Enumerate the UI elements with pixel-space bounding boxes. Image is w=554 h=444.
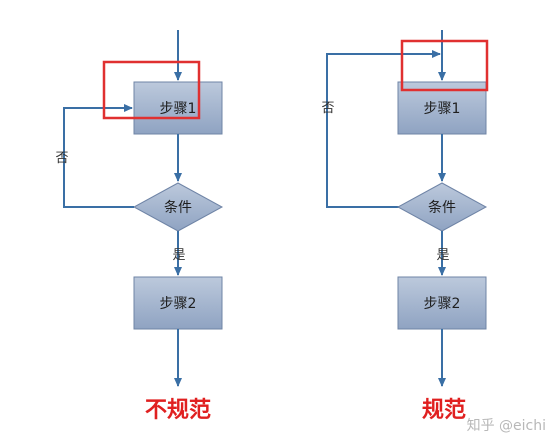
left-no-label: 否 [55, 151, 68, 166]
left-condition-label: 条件 [164, 199, 192, 216]
right-highlight-box [400, 39, 489, 92]
left-step2-label: 步骤2 [160, 296, 197, 312]
left-yes-label: 是 [172, 248, 185, 263]
right-step1-label: 步骤1 [424, 101, 461, 117]
left-diagram: 步骤1 条件 否 是 步骤2 不规范 [55, 30, 224, 423]
left-step2-box [133, 276, 223, 330]
left-no-loop-arrow [63, 104, 134, 208]
right-step2-label: 步骤2 [424, 296, 461, 312]
right-caption: 规范 [422, 398, 466, 423]
left-caption: 不规范 [145, 398, 211, 423]
watermark-text: 知乎 @eichi [467, 417, 546, 434]
left-highlight-box [102, 60, 201, 120]
right-diagram: 否 步骤1 条件 是 步骤2 规范 [321, 30, 489, 423]
right-condition-label: 条件 [428, 199, 456, 216]
left-step1-label: 步骤1 [160, 101, 197, 117]
right-no-label: 否 [321, 101, 334, 116]
right-yes-label: 是 [436, 248, 449, 263]
right-step2-box [397, 276, 487, 330]
right-no-loop-arrow [326, 50, 441, 208]
